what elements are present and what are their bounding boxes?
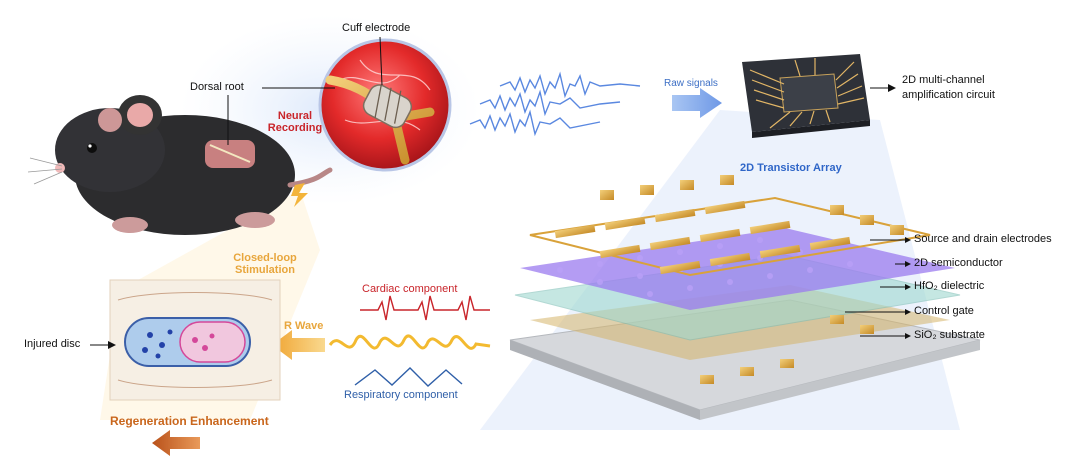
cuff-electrode-label: Cuff electrode: [342, 22, 411, 34]
mixed-waveform: [328, 334, 491, 350]
layer-label-substrate: SiO₂ substrate: [914, 329, 985, 341]
regeneration-arrow: [152, 430, 200, 456]
injured-disc-pointer-arrowhead: [108, 341, 116, 349]
transistor-stack: [509, 175, 981, 420]
neural-recording-label: Neural Recording: [267, 110, 323, 134]
injured-disc-illustration: [109, 279, 281, 401]
layer-label-control-gate: Control gate: [914, 305, 974, 317]
r-wave-label: R Wave: [284, 320, 324, 332]
cardiac-component-label: Cardiac component: [362, 283, 458, 295]
amplification-circuit-label-1: 2D multi-channel: [902, 74, 985, 86]
dorsal-root-label: Dorsal root: [190, 81, 244, 93]
layer-label-dielectric: HfO₂ dielectric: [914, 280, 985, 292]
layer-pointers: [845, 239, 905, 337]
raw-signal-wave-2: [479, 89, 621, 117]
stimulation-bolt-2: [291, 183, 308, 207]
regeneration-enhancement-label: Regeneration Enhancement: [110, 414, 269, 428]
r-wave-arrow: [272, 330, 325, 360]
raw-signals-label: Raw signals: [664, 78, 718, 89]
transistor-array-title: 2D Transistor Array: [740, 162, 842, 174]
cardiac-waveform: [360, 295, 490, 321]
layer-label-source-drain: Source and drain electrodes: [914, 233, 1052, 245]
layer-label-semiconductor: 2D semiconductor: [914, 257, 1003, 269]
raw-signal-wave-1: [499, 71, 641, 99]
raw-signals-arrow: [672, 88, 722, 118]
raw-signal-wave-3: [469, 109, 601, 137]
cuff-electrode-pointer: [379, 36, 383, 86]
injured-disc-label: Injured disc: [24, 338, 81, 350]
chip-pointer-arrowhead: [888, 84, 896, 92]
closed-loop-stimulation-label: Closed-loop Stimulation: [233, 252, 297, 276]
cuff-electrode: [362, 84, 413, 129]
amplification-circuit-label-2: amplification circuit: [902, 89, 995, 101]
respiratory-component-label: Respiratory component: [344, 389, 458, 401]
respiratory-waveform: [354, 367, 463, 387]
amplification-chip: [742, 54, 870, 138]
mouse-illustration: [27, 95, 333, 235]
